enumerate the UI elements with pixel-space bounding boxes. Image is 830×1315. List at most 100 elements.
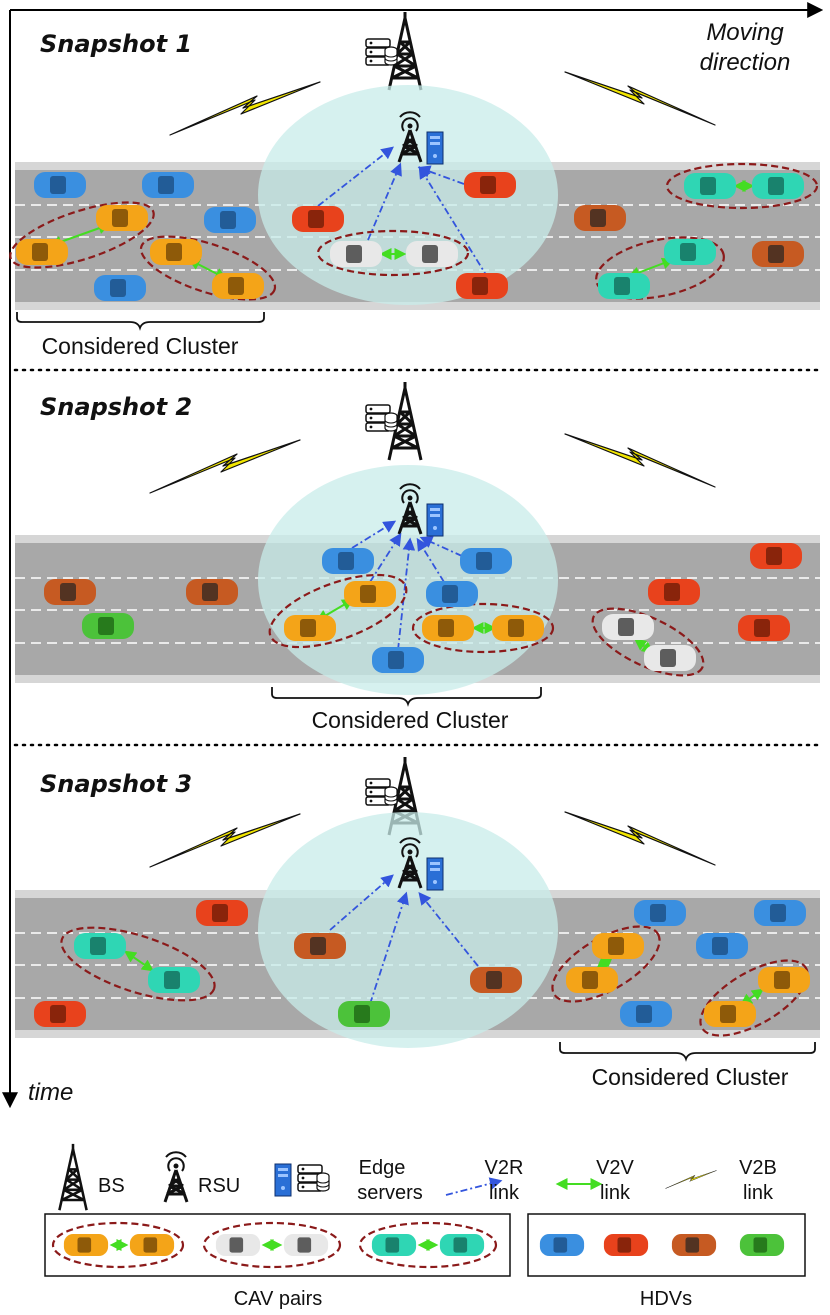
cav-pair-ellipse [699,959,809,1037]
cav-pair-ellipse [60,926,216,1002]
legend-v2v-line1: V2V [596,1157,634,1179]
hdv-car [292,206,344,232]
hdv-car [196,900,248,926]
hdvs-label: HDVs [640,1288,692,1310]
hdv-car [338,1001,390,1027]
hdv-car [426,581,478,607]
hdv-car [634,900,686,926]
cav-car [406,241,458,267]
hdv-car [322,548,374,574]
cav-pairs-legend-box [44,1213,511,1277]
snapshot-1-title: Snapshot 1 [40,30,192,58]
legend-rsu-label: RSU [198,1175,240,1197]
cav-pair-ellipse [202,1221,342,1269]
hdv-car [603,1233,649,1257]
v2b-lightning-icon [564,433,716,488]
legend-edge-line2: servers [357,1182,423,1204]
v2r-link [397,537,416,651]
v2b-lightning-icon [665,1170,717,1189]
edge-server-icon [274,1163,292,1197]
hdv-car [142,172,194,198]
snapshot-2-title: Snapshot 2 [40,393,192,421]
snapshot-2-cluster-label: Considered Cluster [312,707,509,733]
hdv-car [671,1233,717,1257]
rack-server-icon [297,1164,330,1192]
v2b-lightning-icon [149,439,301,494]
hdv-car [574,205,626,231]
time-label: time [28,1079,73,1106]
rack-server-icon [365,778,398,806]
v2r-link [369,891,409,1005]
cav-pair-ellipse [411,602,555,654]
hdvs-legend-box [527,1213,806,1277]
legend-v2v-line2: link [600,1182,631,1204]
moving-direction-label-line2: direction [700,49,791,76]
rsu-icon [163,1150,189,1204]
rack-server-icon [365,38,398,66]
snapshot-3-title: Snapshot 3 [40,770,192,798]
edge-server-icon [426,503,444,537]
cav-car [63,1233,109,1257]
snapshot-1: Snapshot 1 [9,10,820,359]
cav-car [371,1233,417,1257]
cav-pair-ellipse [591,607,705,677]
cluster-bracket [271,687,542,707]
hdv-car [34,1001,86,1027]
hdv-car [696,933,748,959]
rack-server-icon [365,404,398,432]
cav-car [215,1233,261,1257]
cav-car [96,205,148,231]
legend-edge-line1: Edge [359,1157,406,1179]
cav-car [344,581,396,607]
cav-car [492,615,544,641]
hdv-car [470,967,522,993]
cav-car [602,614,654,640]
legend: BS RSU Edge servers V2R link V2V link V2… [44,1142,806,1310]
hdv-car [739,1233,785,1257]
cav-car [439,1233,485,1257]
cav-car [330,241,382,267]
snapshot-3-cluster-label: Considered Cluster [592,1064,789,1090]
cav-car [150,239,202,265]
hdv-car [648,579,700,605]
moving-direction-label-line1: Moving [706,19,784,46]
hdv-car [34,172,86,198]
v2r-link [317,146,394,207]
cav-pair-ellipse [595,236,725,300]
v2r-link-icon [445,1177,503,1196]
hdv-car [620,1001,672,1027]
cluster-bracket [16,312,265,331]
cav-car [758,967,810,993]
v2r-link [367,162,402,241]
snapshot-1-cluster-label: Considered Cluster [42,333,239,359]
legend-v2r-line2: link [489,1182,520,1204]
cluster-bracket [559,1042,816,1062]
cav-car [752,173,804,199]
cav-car [283,1233,329,1257]
legend-v2b-line1: V2B [739,1157,777,1179]
bs-icon [58,1142,88,1212]
cav-car [664,239,716,265]
cav-car [422,615,474,641]
edge-server-icon [426,857,444,891]
cav-pair-ellipse [139,235,277,301]
cav-pair-ellipse [9,201,155,269]
hdv-car [539,1233,585,1257]
v2r-link [419,536,463,557]
v2r-link [329,874,394,931]
hdv-car [752,241,804,267]
hdv-car [456,273,508,299]
cav-car [592,933,644,959]
v2r-link [351,520,397,549]
cav-car [566,967,618,993]
hdv-car [204,207,256,233]
v2b-lightning-icon [564,71,716,126]
cav-pair-ellipse [316,229,470,277]
cav-car [16,239,68,265]
cav-car [148,967,200,993]
cav-car [284,615,336,641]
cav-pairs-label: CAV pairs [234,1288,323,1310]
snapshot-3: Snapshot 3 [15,755,820,1090]
v2b-lightning-icon [564,811,716,866]
